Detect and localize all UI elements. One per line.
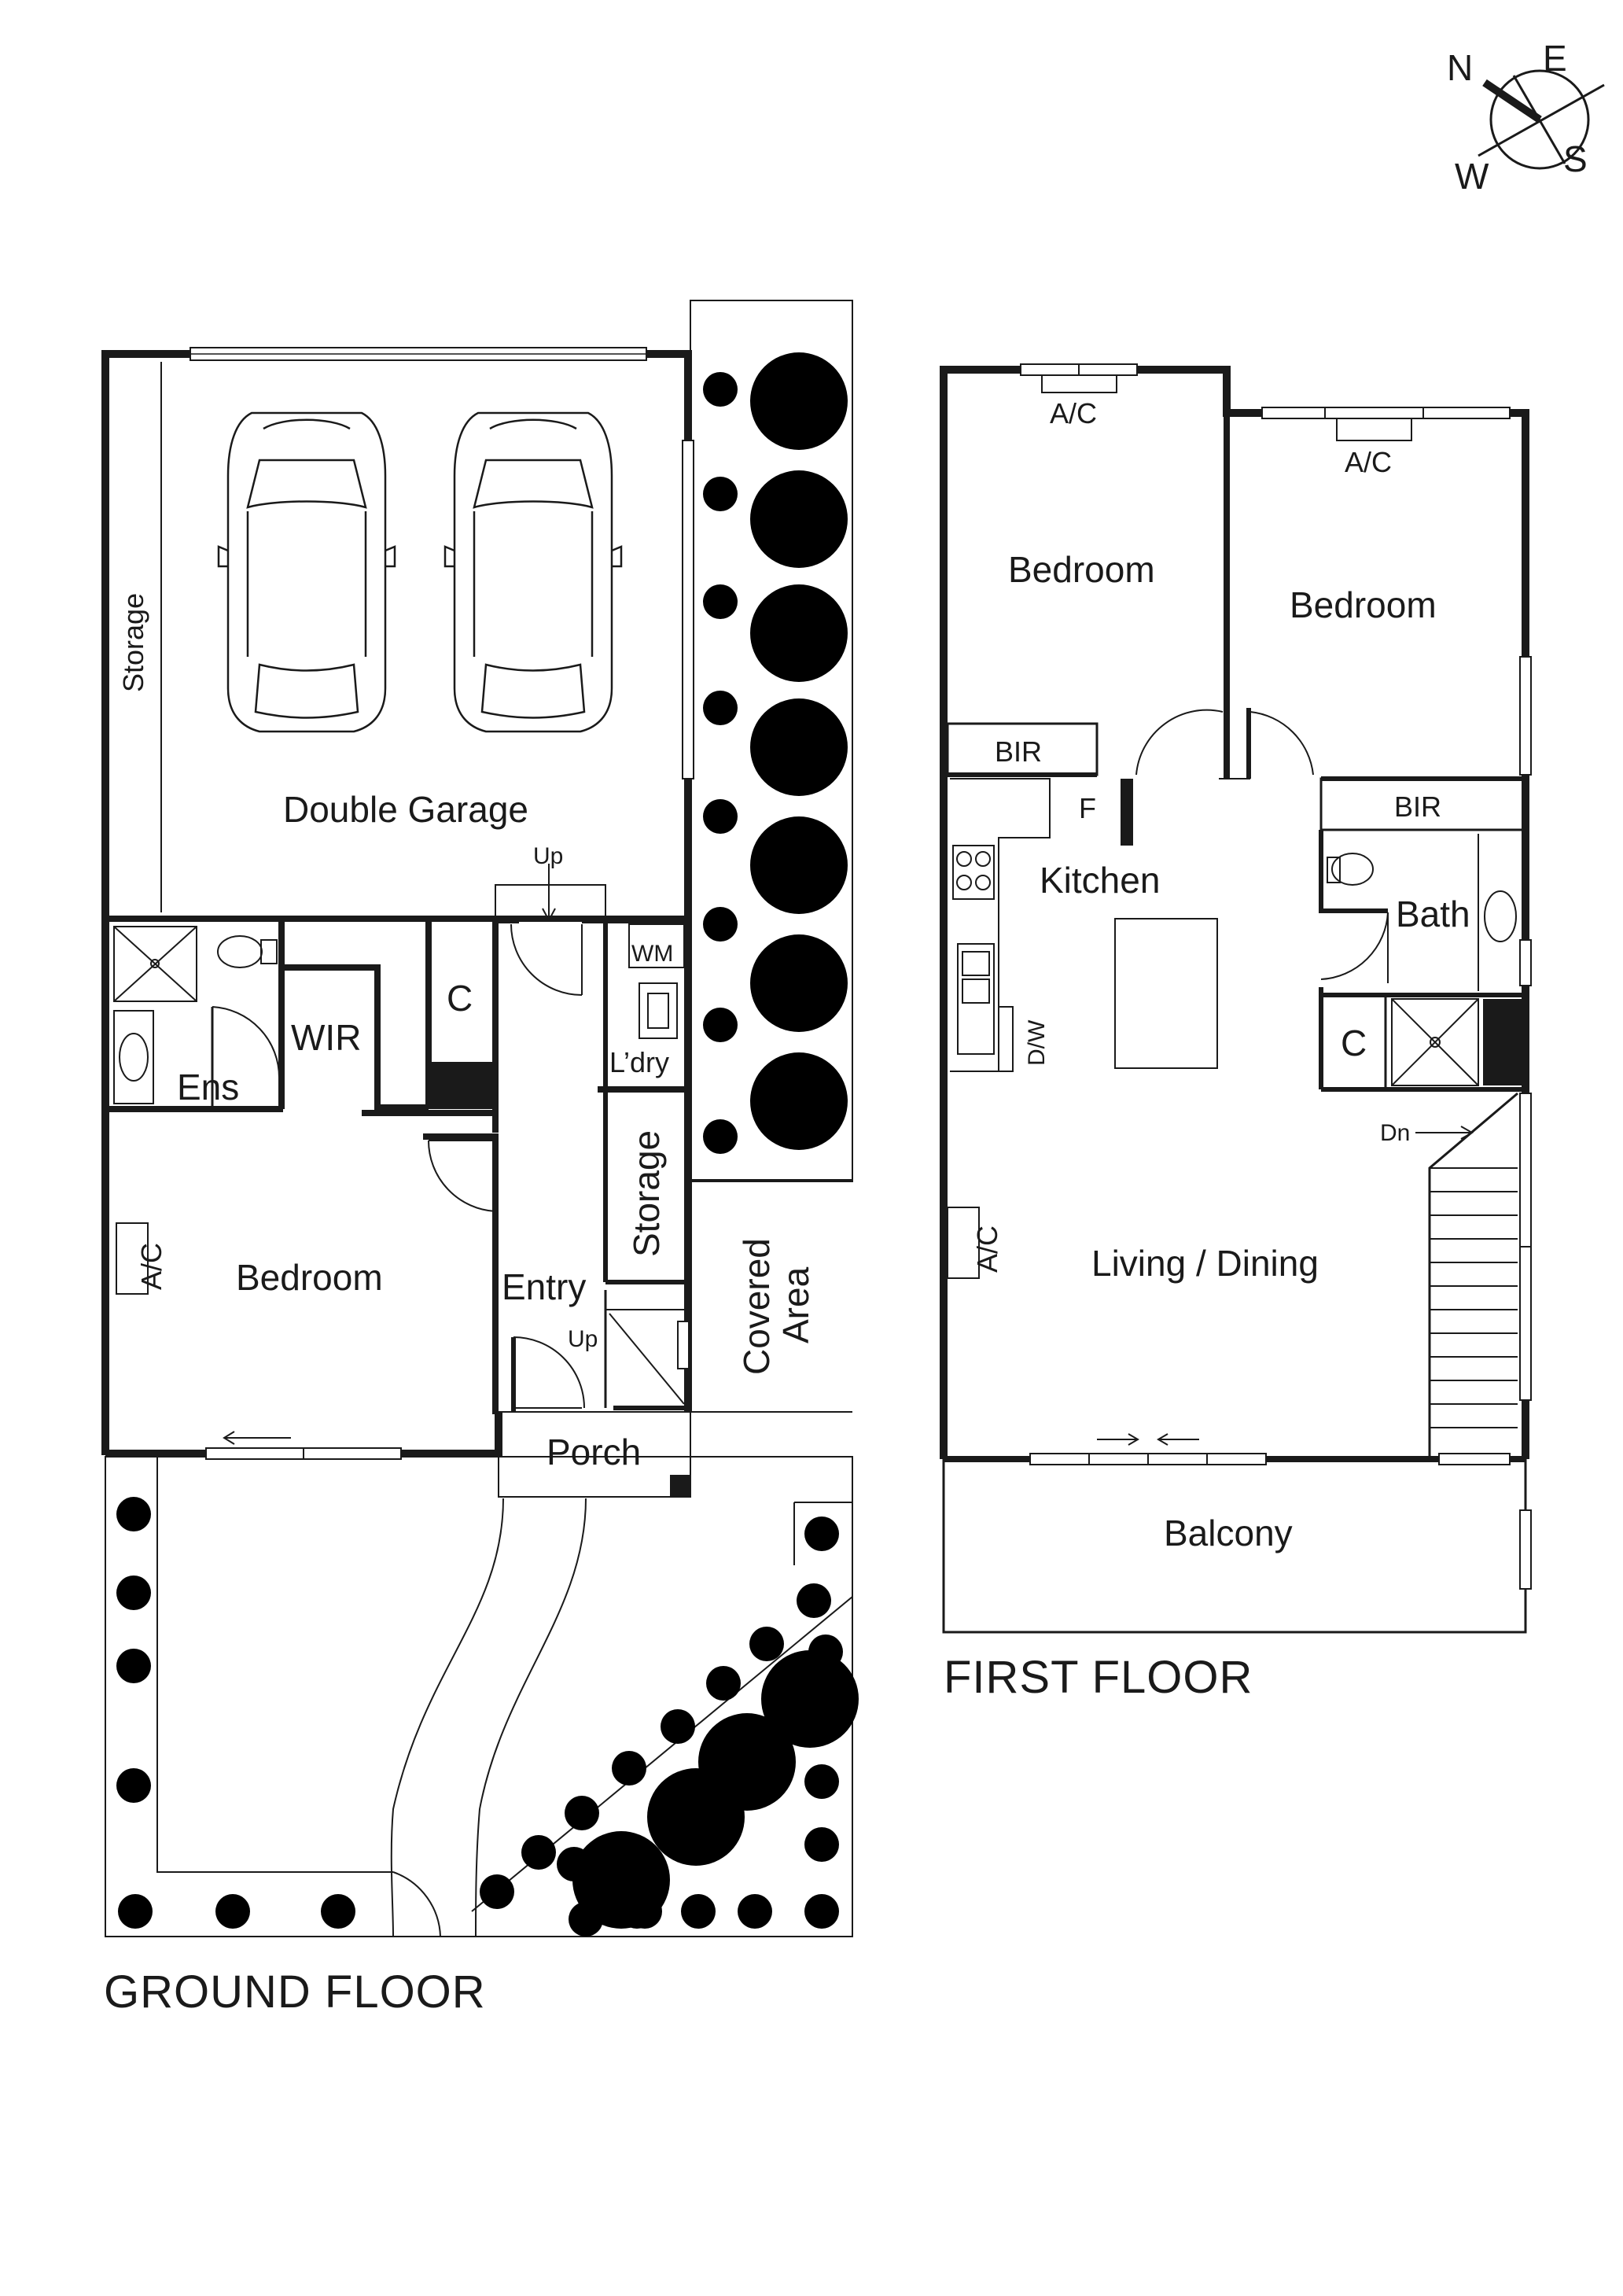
compass-west: W xyxy=(1455,156,1489,197)
first-ac-right-label: A/C xyxy=(1345,446,1392,478)
ground-bedroom-label: Bedroom xyxy=(236,1257,383,1298)
living-dining-label: Living / Dining xyxy=(1091,1243,1319,1284)
ground-floor-plan: Storage Double Garage Up C WM L’dry WIR … xyxy=(101,300,859,2018)
bir-left-label: BIR xyxy=(995,735,1042,768)
first-bedroom-right-label: Bedroom xyxy=(1290,584,1437,625)
ground-storage-hall-label: Storage xyxy=(626,1130,667,1257)
double-garage-label: Double Garage xyxy=(283,789,528,830)
fridge-label: F xyxy=(1079,792,1096,824)
first-bedroom-left-label: Bedroom xyxy=(1008,549,1155,590)
first-floor-title: FIRST FLOOR xyxy=(944,1652,1253,1703)
compass-east: E xyxy=(1543,38,1567,79)
stair-down-label: Dn xyxy=(1380,1120,1410,1146)
porch-label: Porch xyxy=(547,1432,641,1472)
car-left-icon xyxy=(217,411,396,733)
compass: N E S W xyxy=(1447,38,1605,197)
bath-label: Bath xyxy=(1396,894,1470,934)
first-floor-plan: A/C A/C Bedroom Bedroom BIR BIR F Kitche… xyxy=(940,363,1532,1703)
ensuite-label: Ens xyxy=(177,1067,239,1107)
dishwasher-label: D/W xyxy=(1024,1019,1050,1066)
ground-storage-side-label: Storage xyxy=(117,593,149,692)
first-ac-living-label: A/C xyxy=(971,1225,1003,1273)
entry-label: Entry xyxy=(502,1266,586,1307)
wir-label: WIR xyxy=(291,1017,361,1058)
ground-cupboard-label: C xyxy=(447,978,473,1019)
balcony-label: Balcony xyxy=(1164,1513,1293,1553)
stair-up-label: Up xyxy=(568,1326,598,1352)
covered-area-label-line1: Covered xyxy=(736,1238,777,1375)
kitchen-label: Kitchen xyxy=(1040,860,1160,901)
side-strip-plants-icon xyxy=(703,352,848,1154)
covered-area-label-line2: Area xyxy=(775,1266,816,1343)
ground-ac-label: A/C xyxy=(135,1243,167,1290)
laundry-label: L’dry xyxy=(609,1046,669,1078)
compass-north: N xyxy=(1447,47,1473,88)
first-cupboard-label: C xyxy=(1341,1023,1367,1063)
bir-right-label: BIR xyxy=(1394,791,1441,823)
front-yard xyxy=(105,1456,853,1937)
front-yard-plants-icon xyxy=(116,1497,859,1937)
washing-machine-label: WM xyxy=(631,941,673,967)
first-ac-left-label: A/C xyxy=(1050,397,1097,429)
car-right-icon xyxy=(443,411,623,733)
ground-floor-title: GROUND FLOOR xyxy=(104,1966,486,2018)
compass-south: S xyxy=(1563,138,1588,179)
garage-up-label: Up xyxy=(533,843,563,869)
